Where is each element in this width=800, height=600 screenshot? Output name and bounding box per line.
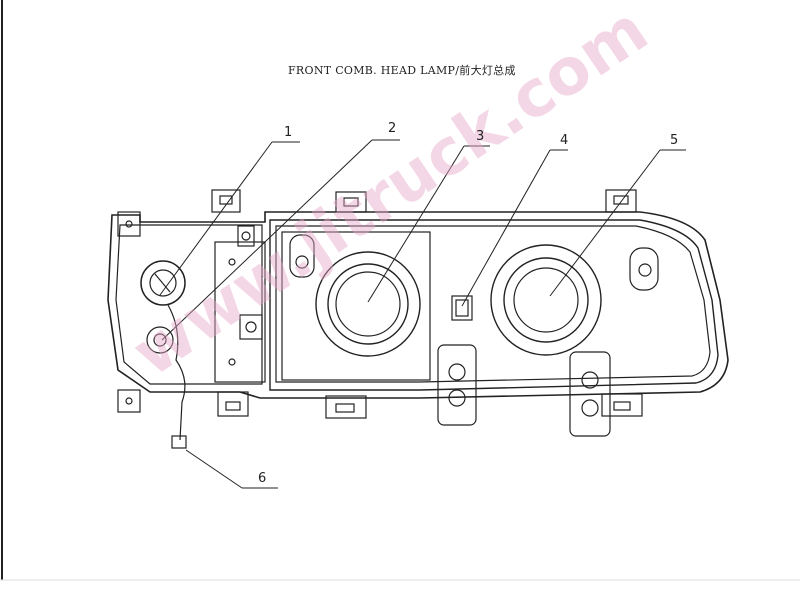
connector-6 xyxy=(171,435,187,449)
callout-2: 2 xyxy=(388,121,397,136)
lamp-reflectors xyxy=(281,231,659,381)
connector-4 xyxy=(451,295,473,321)
callout-6: 6 xyxy=(258,471,267,486)
side-lamp-bracket xyxy=(140,225,266,449)
bulb-holder-left xyxy=(437,344,477,426)
drawing-title: FRONT COMB. HEAD LAMP/前大灯总成 xyxy=(288,64,516,77)
callout-5: 5 xyxy=(670,133,679,148)
bulb-socket-2 xyxy=(146,326,174,354)
bulb-holder-right xyxy=(569,351,611,437)
callout-1: 1 xyxy=(284,125,293,140)
connectors xyxy=(437,295,611,437)
callout-3: 3 xyxy=(476,129,485,144)
callout-4: 4 xyxy=(560,133,569,148)
lamp-housing xyxy=(107,211,729,399)
bulb-socket-1 xyxy=(140,260,186,306)
wire-harness xyxy=(167,304,186,441)
leader-lines xyxy=(159,139,686,489)
mounting-tabs xyxy=(117,189,643,419)
